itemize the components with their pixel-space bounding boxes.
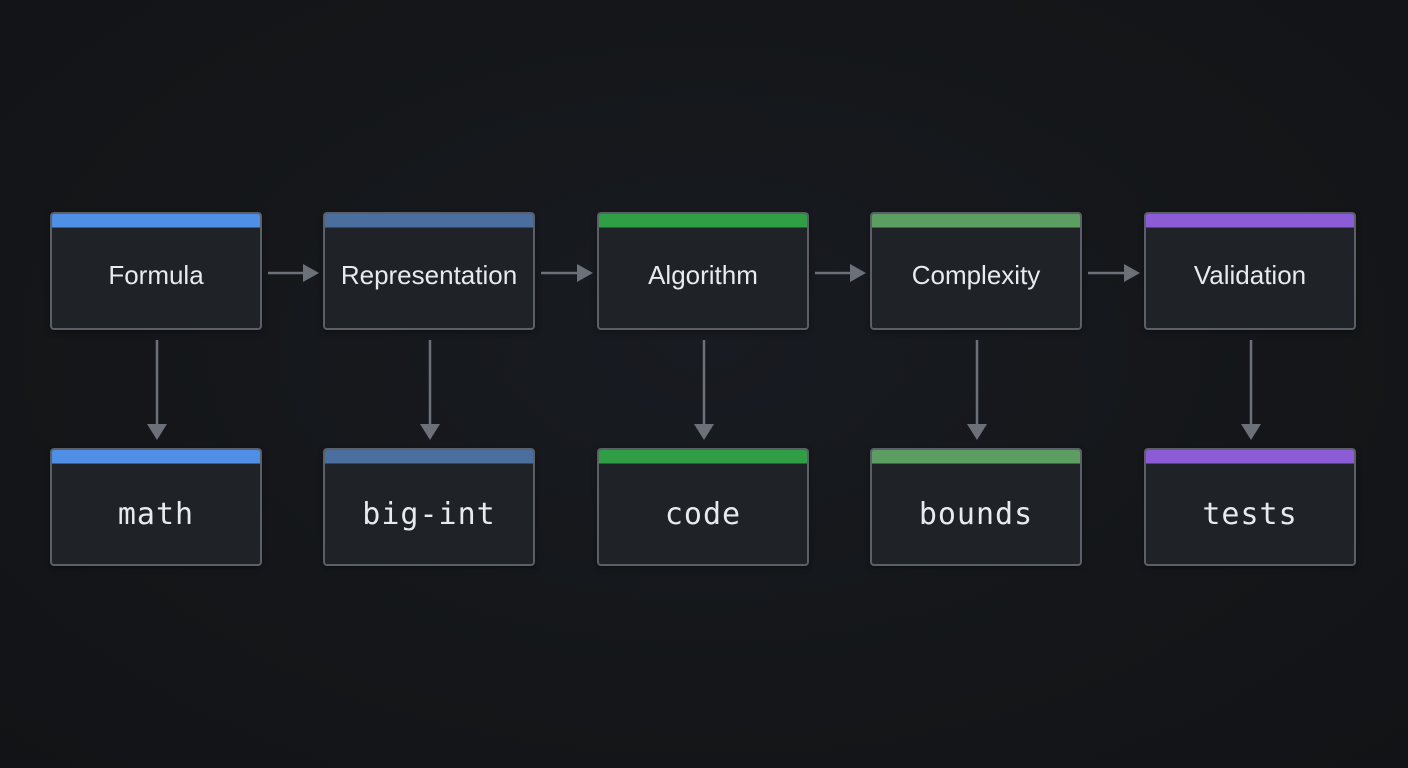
stage-label: Representation	[340, 260, 518, 290]
output-color-bar	[1146, 450, 1354, 464]
stage-color-bar	[872, 214, 1080, 228]
output-color-bar	[872, 450, 1080, 464]
stage-color-bar	[599, 214, 807, 228]
output-node-big-int[interactable]: big-int	[323, 448, 535, 566]
stage-label: Algorithm	[648, 260, 758, 290]
output-arrowhead	[967, 424, 987, 440]
stage-label: Complexity	[911, 260, 1041, 290]
output-arrowhead	[1241, 424, 1261, 440]
output-label: code	[664, 497, 742, 532]
output-color-bar	[52, 450, 260, 464]
stage-node-representation[interactable]: Representation	[323, 212, 535, 330]
output-label: math	[117, 497, 195, 532]
output-label: big-int	[362, 497, 496, 532]
output-color-bar	[325, 450, 533, 464]
output-color-bar	[599, 450, 807, 464]
flow-arrowhead	[303, 264, 319, 282]
flow-arrowhead	[1124, 264, 1140, 282]
output-arrowhead	[420, 424, 440, 440]
output-node-code[interactable]: code	[597, 448, 809, 566]
stage-color-bar	[325, 214, 533, 228]
flow-arrowhead	[850, 264, 866, 282]
output-node-tests[interactable]: tests	[1144, 448, 1356, 566]
stage-node-algorithm[interactable]: Algorithm	[597, 212, 809, 330]
output-node-math[interactable]: math	[50, 448, 262, 566]
stage-label: Validation	[1193, 260, 1307, 290]
stage-node-formula[interactable]: Formula	[50, 212, 262, 330]
stage-node-complexity[interactable]: Complexity	[870, 212, 1082, 330]
stage-color-bar	[52, 214, 260, 228]
flow-arrowhead	[577, 264, 593, 282]
stage-color-bar	[1146, 214, 1354, 228]
output-node-bounds[interactable]: bounds	[870, 448, 1082, 566]
stage-node-validation[interactable]: Validation	[1144, 212, 1356, 330]
stage-label: Formula	[108, 260, 204, 290]
output-label: tests	[1202, 497, 1298, 532]
output-arrowhead	[694, 424, 714, 440]
output-label: bounds	[918, 497, 1034, 532]
output-arrowhead	[147, 424, 167, 440]
